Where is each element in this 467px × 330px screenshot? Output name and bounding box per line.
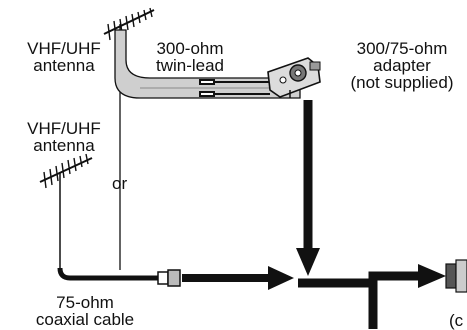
arrow-to-input: [298, 264, 446, 329]
bottom-antenna-label-line2: antenna: [33, 136, 95, 155]
bottom-antenna-label: VHF/UHF antenna: [4, 120, 124, 154]
bottom-antenna-icon: [39, 153, 93, 270]
coaxial-label-line2: coaxial cable: [35, 310, 135, 329]
top-antenna-label-line1: VHF/UHF: [27, 39, 101, 58]
bottom-antenna-label-line1: VHF/UHF: [27, 119, 101, 138]
coaxial-label: 75-ohm coaxial cable: [20, 294, 150, 328]
arrow-adapter-down: [296, 100, 320, 276]
twin-lead-label-line2: twin-lead: [155, 56, 225, 75]
adapter-label-line3: (not supplied): [350, 73, 454, 92]
twin-lead-label-line1: 300-ohm: [156, 39, 224, 58]
coaxial-cable: [57, 267, 181, 287]
arrow-coax-right: [182, 266, 294, 290]
adapter-label: 300/75-ohm adapter (not supplied): [332, 40, 467, 91]
adapter-label-line1: 300/75-ohm: [356, 39, 448, 58]
adapter-icon: [267, 57, 321, 98]
top-antenna-label: VHF/UHF antenna: [4, 40, 124, 74]
or-label: or: [112, 174, 128, 193]
adapter-label-line2: adapter: [373, 56, 431, 75]
input-connector-icon: [445, 259, 467, 293]
partial-label: (c: [449, 311, 464, 330]
coaxial-label-line1: 75-ohm: [56, 293, 114, 312]
twin-lead-label: 300-ohm twin-lead: [138, 40, 242, 74]
top-antenna-label-line2: antenna: [33, 56, 95, 75]
